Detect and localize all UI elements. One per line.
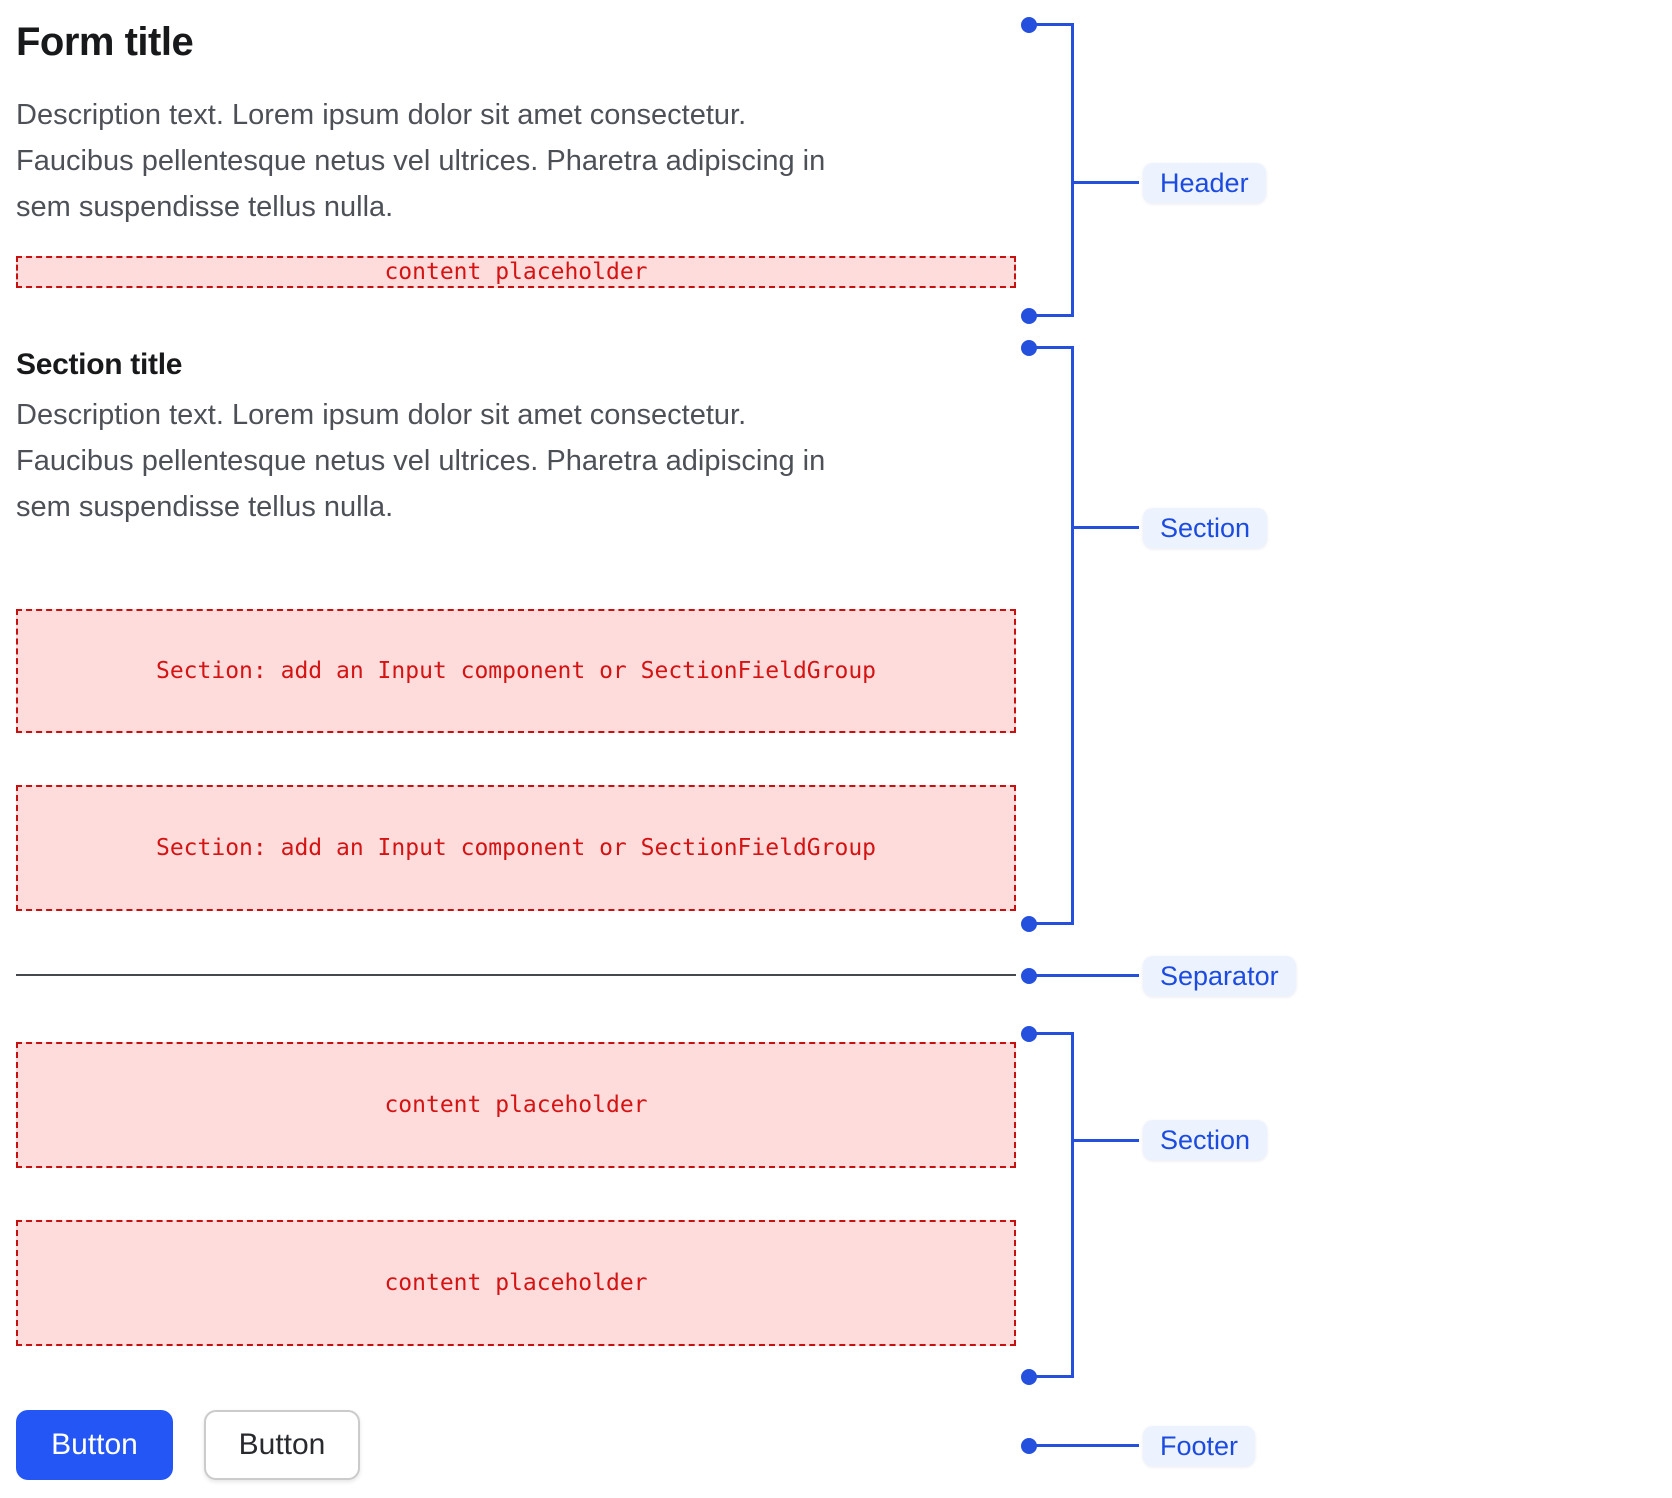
footer-connector-line	[1029, 1444, 1139, 1447]
section2-bracket-bottom-stub	[1029, 1375, 1074, 1378]
annotation-label-separator: Separator	[1143, 956, 1296, 996]
section-description: Description text. Lorem ipsum dolor sit …	[16, 392, 825, 530]
section-content-placeholder: content placeholder	[16, 1042, 1016, 1168]
section1-connector-line	[1071, 526, 1139, 529]
annotation-label-footer: Footer	[1143, 1426, 1256, 1466]
annotation-label-section1: Section	[1143, 508, 1268, 548]
section-content-placeholder: content placeholder	[16, 1220, 1016, 1346]
section2-bracket-top-stub	[1029, 1032, 1074, 1035]
section2-connector-line	[1071, 1139, 1139, 1142]
header-connector-line	[1071, 181, 1139, 184]
header-bracket-bottom-stub	[1029, 314, 1074, 317]
section-description-line: Faucibus pellentesque netus vel ultrices…	[16, 445, 826, 477]
section1-bracket-line	[1071, 346, 1074, 925]
section1-bracket-top-stub	[1029, 346, 1074, 349]
section-input-placeholder: Section: add an Input component or Secti…	[16, 785, 1016, 911]
section-input-placeholder: Section: add an Input component or Secti…	[16, 609, 1016, 733]
section2-bracket-line	[1071, 1032, 1074, 1378]
form-description-line: Description text. Lorem ipsum dolor sit …	[16, 99, 747, 131]
primary-button[interactable]: Button	[16, 1410, 173, 1480]
header-bracket-line	[1071, 23, 1074, 317]
separator-connector-line	[1029, 974, 1139, 977]
section-description-line: Description text. Lorem ipsum dolor sit …	[16, 399, 747, 431]
form-description-line: Faucibus pellentesque netus vel ultrices…	[16, 145, 826, 177]
header-content-placeholder: content placeholder	[16, 256, 1016, 288]
annotation-label-header: Header	[1143, 163, 1266, 203]
form-description-line: sem suspendisse tellus nulla.	[16, 191, 394, 223]
header-bracket-top-stub	[1029, 23, 1074, 26]
separator-line	[16, 974, 1016, 976]
secondary-button[interactable]: Button	[204, 1410, 360, 1480]
section-description-line: sem suspendisse tellus nulla.	[16, 491, 394, 523]
form-title: Form title	[16, 20, 194, 64]
annotation-label-section2: Section	[1143, 1120, 1268, 1160]
section-title: Section title	[16, 348, 183, 381]
section1-bracket-bottom-stub	[1029, 922, 1074, 925]
form-description: Description text. Lorem ipsum dolor sit …	[16, 92, 825, 230]
